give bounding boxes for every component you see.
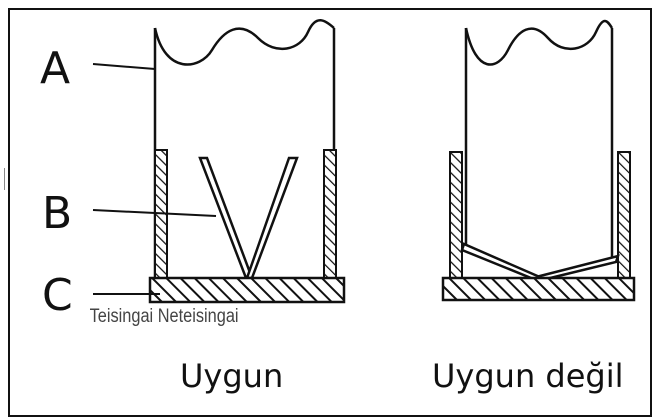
- left-wall-right: [323, 149, 337, 279]
- left-base: [148, 276, 346, 304]
- right-wall-left: [449, 151, 463, 279]
- overlay-translation-text: Teisingai Neteisingai: [87, 306, 242, 328]
- caption-correct: Uygun: [180, 357, 284, 395]
- right-paper-top-wave: [464, 19, 614, 66]
- left-assembly: [92, 19, 346, 304]
- leader-a: [92, 63, 156, 70]
- right-blade-left: [460, 242, 546, 282]
- label-b: B: [42, 188, 73, 239]
- left-paper-top-wave: [153, 19, 335, 66]
- label-a: A: [40, 43, 71, 94]
- leader-b: [92, 209, 217, 217]
- edge-mark: [0, 168, 5, 190]
- right-blade-right: [538, 254, 620, 282]
- left-blade-left: [198, 156, 254, 280]
- label-c: C: [42, 270, 73, 321]
- caption-incorrect: Uygun değil: [432, 357, 624, 395]
- right-assembly: [441, 19, 636, 302]
- right-wall-right: [617, 151, 631, 279]
- left-blade-right: [245, 156, 299, 280]
- right-base: [441, 276, 636, 302]
- diagram-border: [8, 8, 652, 417]
